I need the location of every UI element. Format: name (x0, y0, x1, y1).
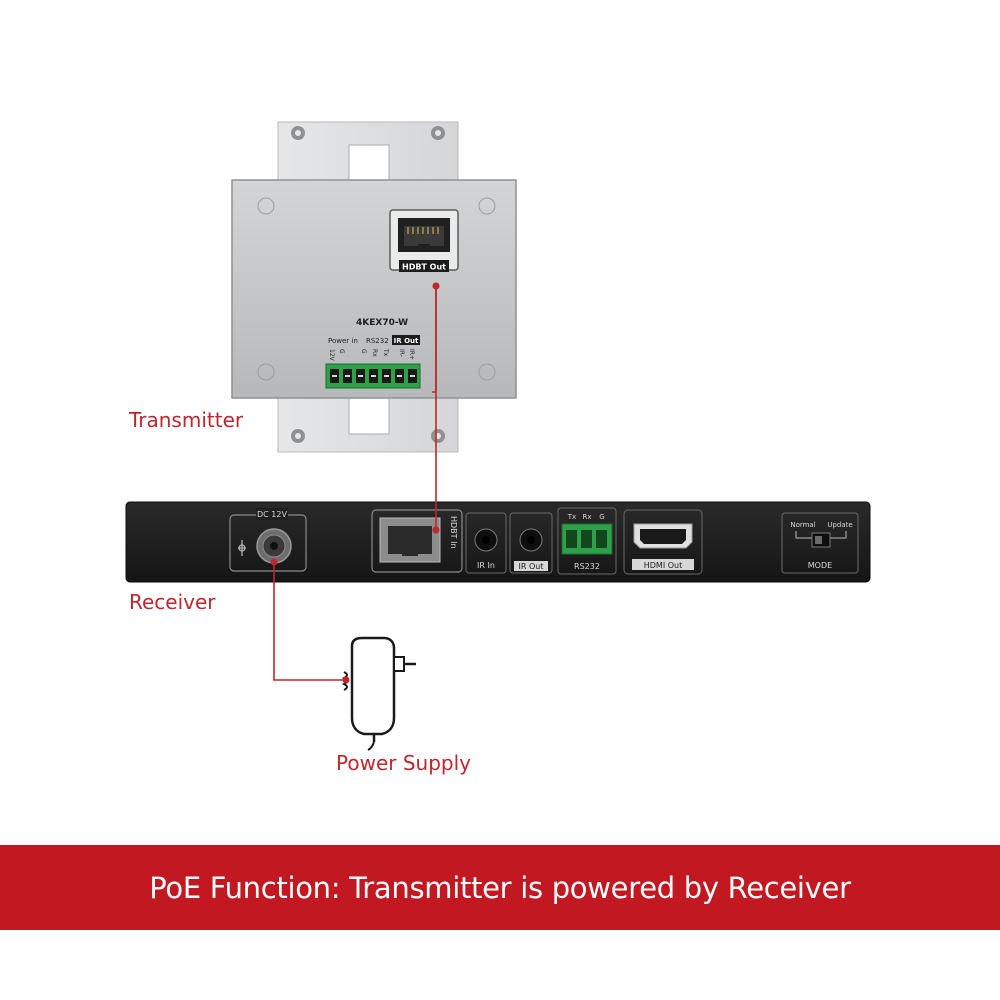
rs232-pin-label: Rx (582, 513, 591, 521)
rs232-pin-label: Tx (567, 513, 576, 521)
hdbt-out-port: HDBT Out (389, 209, 459, 272)
dc-polarity-icon (238, 540, 246, 556)
power-connection-line (273, 562, 346, 681)
ir-out-label: IR Out (519, 562, 544, 571)
terminal-pin-labels: G 12V G Rx Tx IR- IR+ (328, 348, 415, 362)
transmitter-model: 4KEX70-W (356, 318, 408, 328)
hdbt-out-label: HDBT Out (402, 263, 446, 272)
dc-power-jack (256, 528, 292, 564)
hdbt-in-label: HDBT In (449, 516, 458, 549)
mode-normal-label: Normal (790, 521, 815, 529)
hdmi-out-label: HDMI Out (644, 561, 682, 570)
transmitter-device: HDBT Out 4KEX70-W Power in RS232 IR Out … (231, 121, 517, 453)
ir-out-label: IR Out (394, 337, 419, 345)
ir-in-port: IR In (465, 512, 507, 574)
transmitter-plate (231, 179, 517, 399)
caption-banner: PoE Function: Transmitter is powered by … (0, 845, 1000, 930)
power-adapter-icon (341, 636, 416, 751)
receiver-device: DC 12V HDBT In IR In (125, 501, 871, 583)
hdbt-in-port: HDBT In (371, 509, 463, 573)
dc-12v-label: DC 12V (257, 510, 287, 519)
pin-label: G (338, 349, 345, 354)
pin-label: IR+ (408, 349, 415, 360)
rs232-label: RS232 (574, 562, 600, 571)
pin-label: G (360, 349, 367, 354)
rs232-pin-label: G (599, 513, 604, 521)
hdbt-connection-line (432, 286, 437, 530)
terminal-block (325, 363, 421, 389)
pin-label: Rx (371, 349, 378, 357)
power-supply-label: Power Supply (336, 751, 471, 775)
mode-update-label: Update (827, 521, 852, 529)
rs232-label: RS232 (366, 337, 389, 345)
pin-label: Tx (382, 348, 389, 357)
mode-switch: Normal Update MODE (781, 512, 859, 574)
receiver-label: Receiver (129, 590, 216, 614)
screw-icon (291, 126, 445, 443)
transmitter-label: Transmitter (129, 408, 244, 432)
mode-label: MODE (808, 561, 832, 570)
receiver-body (125, 501, 871, 583)
hdmi-out-port: HDMI Out (623, 509, 703, 575)
pin-label: IR- (398, 349, 405, 357)
power-in-label: Power in (328, 337, 358, 345)
pin-label: 12V (328, 349, 335, 362)
rs232-port: Tx Rx G RS232 (557, 507, 617, 575)
ir-out-port: IR Out (509, 512, 553, 574)
ir-in-label: IR In (477, 561, 495, 570)
caption-text: PoE Function: Transmitter is powered by … (149, 870, 851, 905)
